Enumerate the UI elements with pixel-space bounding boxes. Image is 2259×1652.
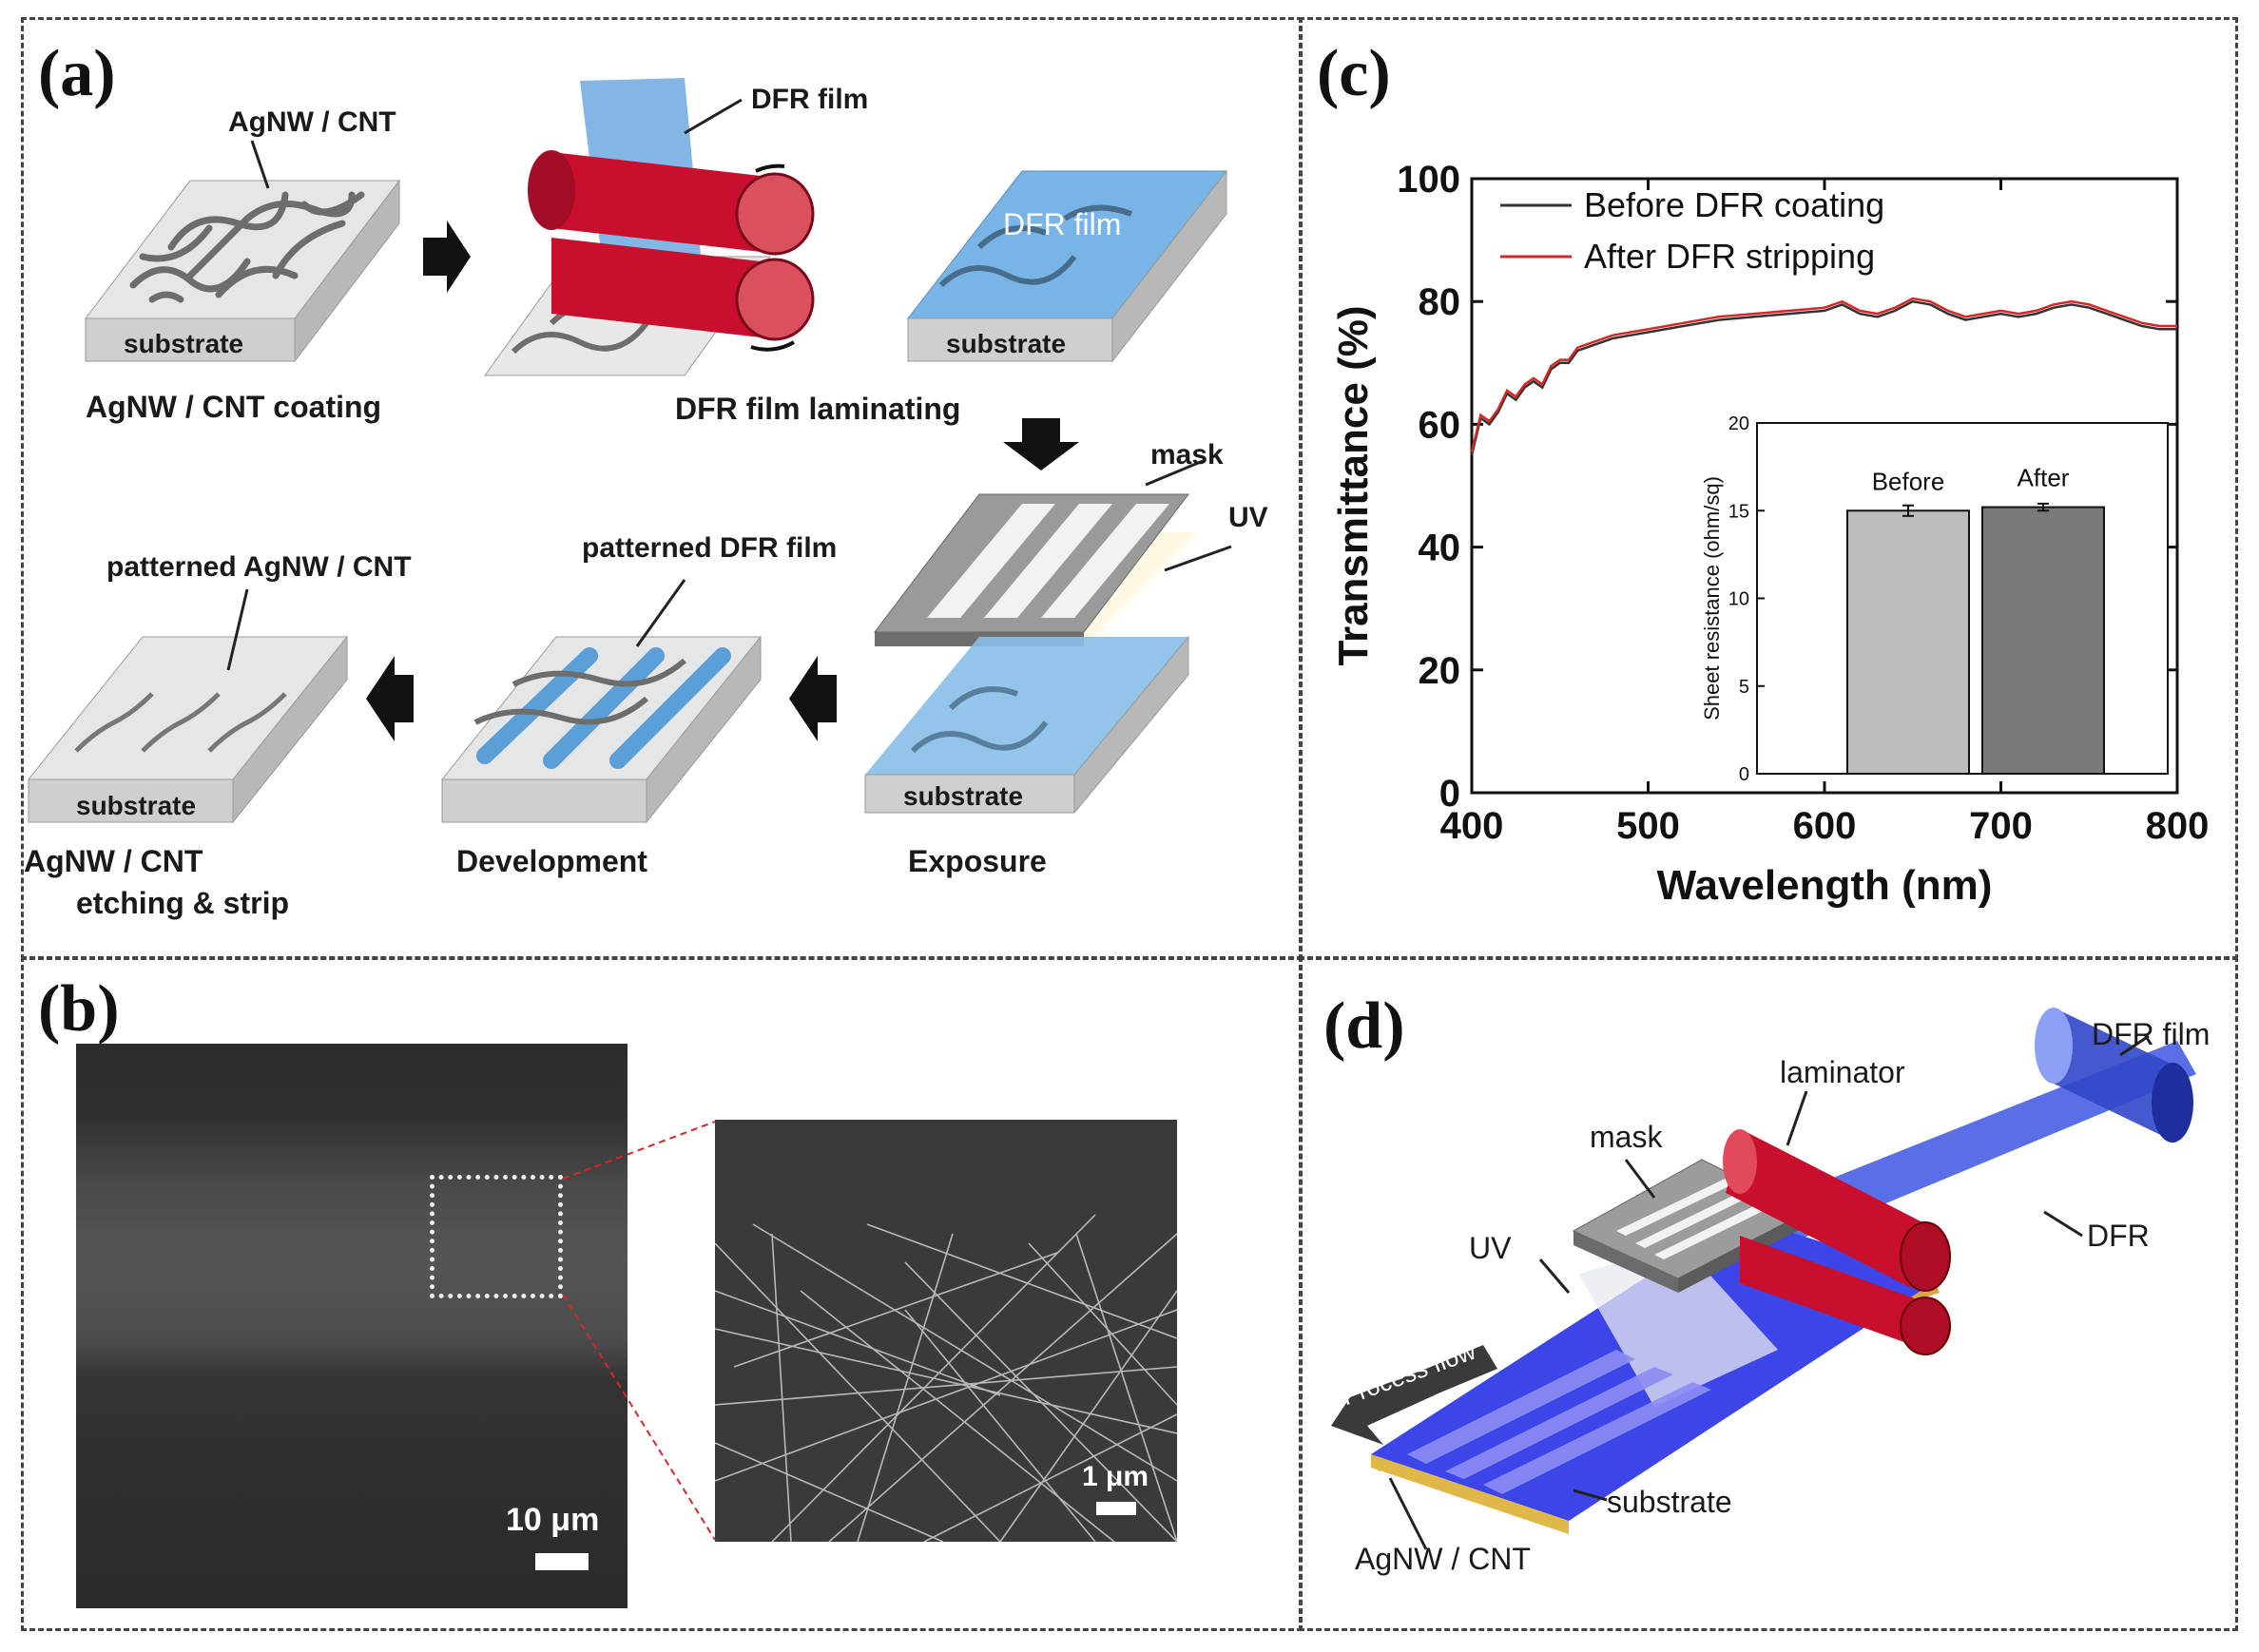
label-substrate-3: substrate <box>946 329 1067 358</box>
arrow-right-1 <box>423 221 471 293</box>
step-development: Development <box>456 844 647 878</box>
panel-d-label: (d) <box>1323 989 1405 1063</box>
label-dfr-film-roll: DFR film <box>2092 1017 2211 1051</box>
arrow-left-2 <box>789 656 837 741</box>
step-laminating: DFR film laminating <box>675 392 961 426</box>
dfr-film-roll <box>2035 1008 2193 1143</box>
nanowire-network <box>715 1214 1177 1542</box>
panel-d-frame <box>1299 956 2238 1631</box>
series-line-1 <box>1470 297 2177 452</box>
arrow-down <box>1003 418 1079 471</box>
y-tick-label-0: 0 <box>1439 773 1460 815</box>
arrow-left-3 <box>366 656 414 741</box>
step-coating: AgNW / CNT coating <box>86 390 382 424</box>
patterned-dfr-pointer <box>635 579 686 647</box>
sem-image-low-mag <box>76 1044 628 1608</box>
label-dfr-film: DFR film <box>751 84 869 115</box>
y-tick-label-4: 80 <box>1419 281 1461 323</box>
scale-bar-10um <box>535 1553 589 1570</box>
uv-pointer <box>1164 545 1232 572</box>
series-line-0 <box>1470 299 2177 455</box>
sem-image-high-mag <box>715 1120 1177 1542</box>
y-tick-label-2: 40 <box>1419 528 1461 569</box>
inset-y-tick-label-1: 5 <box>1739 677 1749 698</box>
etched-slab <box>27 635 349 824</box>
label-mask-d: mask <box>1590 1120 1663 1154</box>
scale-bar-1um <box>1096 1502 1136 1515</box>
label-patterned-agnw: patterned AgNW / CNT <box>106 551 412 583</box>
label-substrate-1: substrate <box>124 329 244 358</box>
x-tick-label-2: 600 <box>1793 805 1857 847</box>
y-tick-label-1: 20 <box>1419 650 1461 692</box>
label-uv-d: UV <box>1469 1231 1512 1265</box>
inset-y-tick-label-3: 15 <box>1728 501 1749 522</box>
exposed-stripes <box>1407 1350 1711 1494</box>
step-etching-line1: AgNW / CNT <box>24 844 203 878</box>
label-dfr-d: DFR <box>2087 1219 2150 1253</box>
mask-pointer <box>1145 459 1204 487</box>
dfr-film-pointer <box>684 98 743 135</box>
label-dfr-film-on-substrate: DFR film <box>1003 207 1122 241</box>
label-patterned-dfr: patterned DFR film <box>582 532 838 564</box>
process-flow-arrow <box>1331 1345 1497 1445</box>
scale-label-1um: 1 μm <box>1082 1461 1149 1492</box>
step-etching-line2: etching & strip <box>76 886 290 920</box>
inset-bar-label-1: After <box>2018 464 2070 492</box>
inset-y-tick-label-4: 20 <box>1728 413 1749 434</box>
legend-label-0: Before DFR coating <box>1584 185 1884 224</box>
legend-label-1: After DFR stripping <box>1584 237 1875 276</box>
y-tick-label-5: 100 <box>1397 159 1460 201</box>
label-substrate-4: substrate <box>903 781 1024 811</box>
x-tick-label-4: 800 <box>2146 805 2210 847</box>
label-agnw-cnt: AgNW / CNT <box>228 106 396 138</box>
uv-beam <box>1578 1245 1778 1407</box>
label-substrate-5: substrate <box>76 791 197 820</box>
y-tick-label-3: 60 <box>1419 404 1461 446</box>
x-tick-label-0: 400 <box>1440 805 1504 847</box>
exposure-illustration <box>864 493 1198 815</box>
x-tick-label-1: 500 <box>1616 805 1680 847</box>
inset-y-tick-label-2: 10 <box>1728 589 1749 610</box>
x-axis-label: Wavelength (nm) <box>1657 862 1993 909</box>
inset-bar-label-0: Before <box>1872 467 1945 495</box>
agnw-pointer <box>250 140 270 189</box>
panel-b-label: (b) <box>38 972 120 1046</box>
laminating-illustration <box>484 78 815 376</box>
patterned-agnw-pointer <box>226 588 249 671</box>
label-laminator: laminator <box>1780 1055 1905 1089</box>
panel-c-label: (c) <box>1317 37 1391 110</box>
label-mask: mask <box>1150 439 1224 471</box>
x-tick-label-3: 700 <box>1969 805 2033 847</box>
inset-bar-0 <box>1846 509 1970 775</box>
label-uv: UV <box>1228 502 1268 533</box>
laminator-rollers <box>1723 1129 1951 1355</box>
dfr-coated-slab <box>906 169 1228 363</box>
step-exposure: Exposure <box>908 844 1047 878</box>
inset-y-axis-label: Sheet resistance (ohm/sq) <box>1700 476 1724 720</box>
panel-a-schematic <box>27 78 1232 824</box>
development-slab <box>440 635 763 824</box>
zoom-region-box <box>430 1175 563 1298</box>
label-agnw-cnt-d: AgNW / CNT <box>1355 1542 1531 1576</box>
y-axis-label: Transmittance (%) <box>1330 306 1377 666</box>
label-substrate-d: substrate <box>1607 1485 1732 1519</box>
inset-y-tick-label-0: 0 <box>1739 764 1749 785</box>
panel-a-label: (a) <box>38 37 116 110</box>
coating-slab <box>84 179 401 363</box>
